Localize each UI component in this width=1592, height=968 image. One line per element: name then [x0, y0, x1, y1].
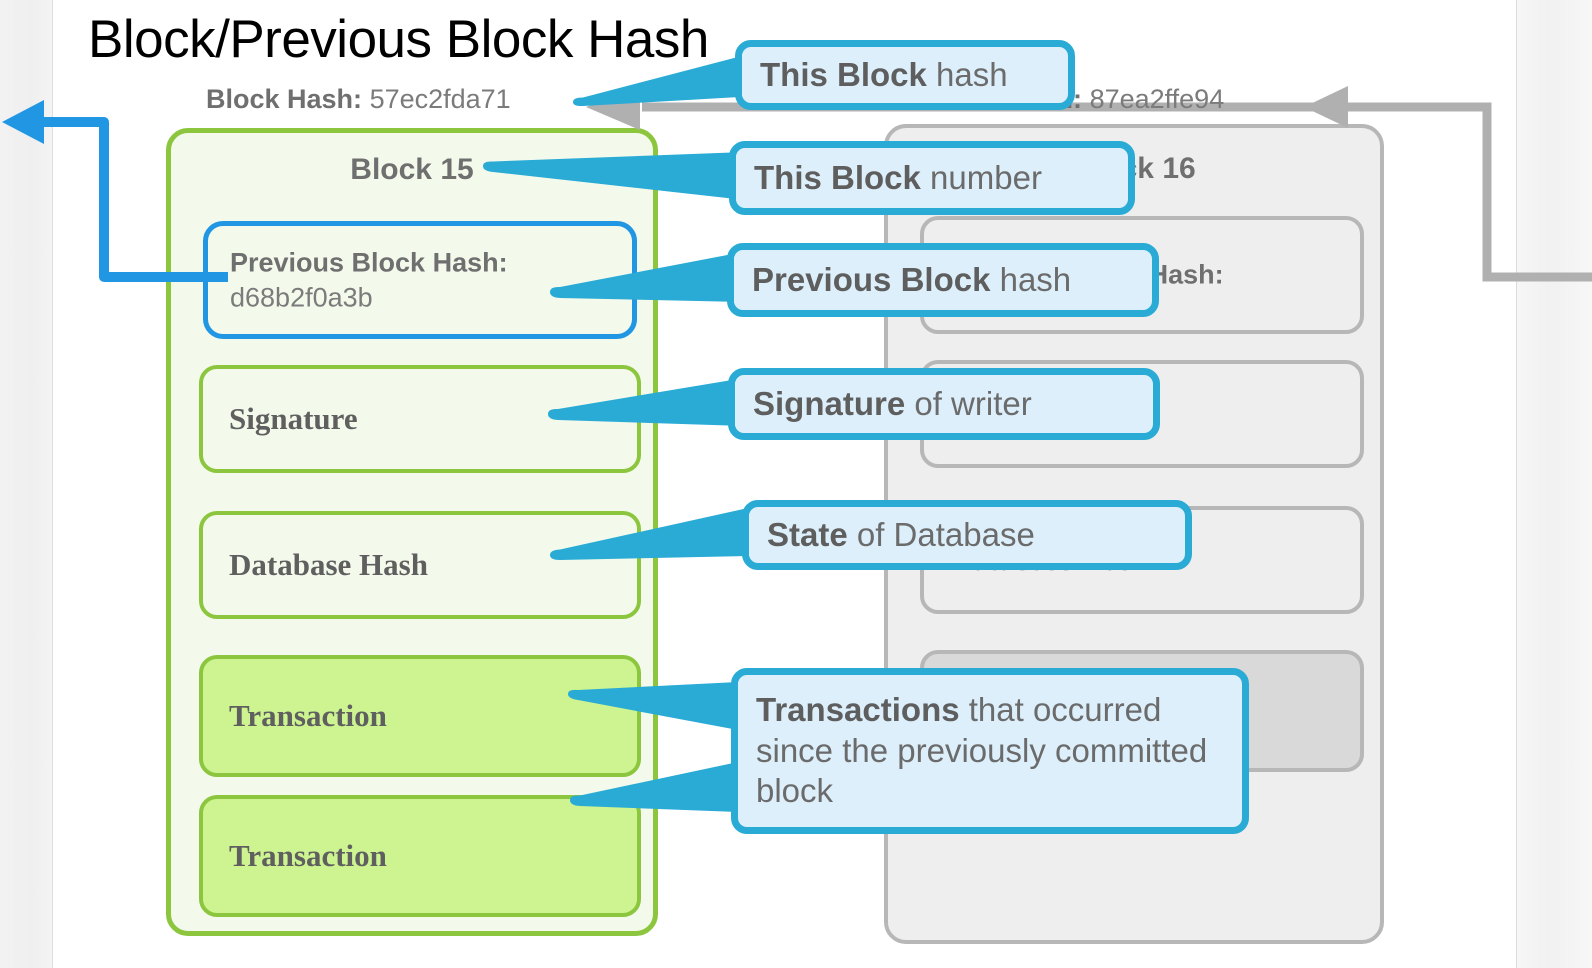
block-container-15[interactable]: Block 15 Previous Block Hash: d68b2f0a3b… — [166, 128, 658, 936]
callout-transactions[interactable]: Transactions that occurred since the pre… — [731, 668, 1249, 834]
previous-block-hash-value: d68b2f0a3b — [230, 282, 373, 312]
previous-block-hash-text-15: Previous Block Hash: d68b2f0a3b — [230, 245, 508, 314]
callout-signature-of-writer[interactable]: Signature of writer — [728, 368, 1160, 440]
callout-rest: of Database — [847, 515, 1035, 553]
previous-block-hash-label: Previous Block Hash: — [230, 247, 508, 278]
callout-previous-block-hash[interactable]: Previous Block hash — [727, 243, 1159, 317]
callout-bold: Signature — [753, 384, 906, 422]
callout-rest: number — [920, 158, 1042, 196]
transaction-slot-15-1[interactable]: Transaction — [199, 655, 641, 777]
callout-text: Transactions that occurred since the pre… — [738, 690, 1242, 813]
transaction-label: Transaction — [229, 838, 387, 873]
previous-block-hash-slot-15[interactable]: Previous Block Hash: d68b2f0a3b — [203, 221, 637, 339]
callout-this-block-number[interactable]: This Block number — [729, 141, 1135, 215]
callout-rest: that occurred since the previously commi… — [756, 690, 1208, 810]
callout-bold: Transactions — [756, 690, 960, 728]
signature-label: Signature — [229, 401, 358, 436]
block-hash-value: 87ea2ffe94 — [1089, 84, 1225, 114]
callout-state-of-database[interactable]: State of Database — [742, 500, 1192, 570]
page-margin-left — [0, 0, 53, 968]
callout-text: Signature of writer — [735, 384, 1048, 425]
transaction-slot-15-2[interactable]: Transaction — [199, 795, 641, 917]
signature-slot-15[interactable]: Signature — [199, 365, 641, 473]
callout-bold: State — [767, 515, 848, 553]
callout-text: Previous Block hash — [734, 260, 1087, 301]
callout-text: State of Database — [749, 515, 1051, 556]
callout-bold: This Block — [754, 158, 921, 196]
transaction-label: Transaction — [229, 698, 387, 733]
callout-rest: hash — [990, 260, 1072, 298]
page-title: Block/Previous Block Hash — [88, 10, 709, 69]
callout-text: This Block hash — [742, 55, 1024, 96]
callout-rest: of writer — [905, 384, 1032, 422]
block-hash-value: 57ec2fda71 — [369, 84, 511, 114]
page-margin-right — [1516, 0, 1592, 968]
database-hash-slot-15[interactable]: Database Hash — [199, 511, 641, 619]
callout-rest: hash — [926, 55, 1008, 93]
block-hash-label: Block Hash: — [206, 84, 363, 114]
callout-bold: This Block — [760, 55, 927, 93]
callout-text: This Block number — [736, 158, 1058, 199]
block-title-15: Block 15 — [350, 153, 474, 186]
block-hash-caption-15: Block Hash: 57ec2fda71 — [206, 84, 511, 115]
callout-bold: Previous Block — [752, 260, 991, 298]
database-hash-label: Database Hash — [229, 547, 428, 582]
callout-this-block-hash[interactable]: This Block hash — [735, 40, 1075, 110]
